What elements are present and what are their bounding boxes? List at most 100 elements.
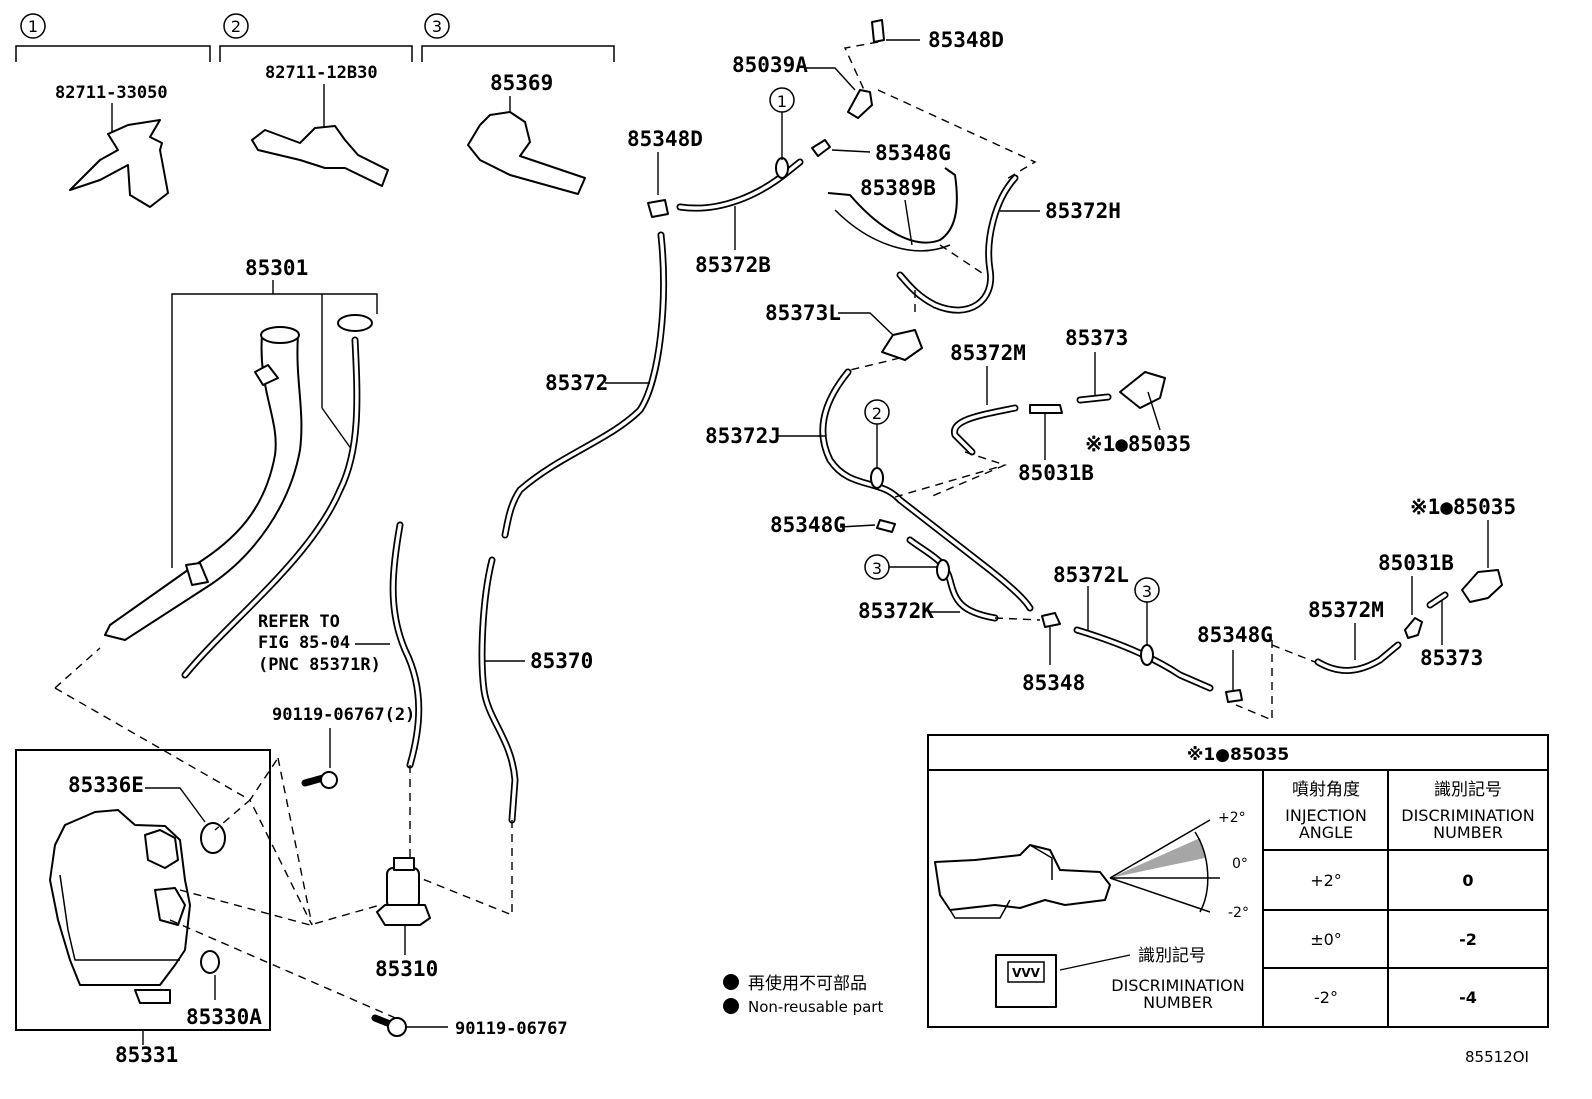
hose-85372-group: 85372: [501, 231, 667, 539]
table-col2-en-2: NUMBER: [1433, 823, 1503, 842]
group-1-part-number[interactable]: 82711-33050: [55, 83, 168, 103]
clip-82711-12B30[interactable]: [251, 125, 389, 187]
table-row-2-angle: ±0°: [1310, 930, 1342, 949]
bolt-90119-06767-a[interactable]: [320, 771, 338, 789]
figure-id: 85512OI: [1465, 1048, 1529, 1066]
angle-mid: 0°: [1232, 856, 1248, 872]
nozzle-85035-top[interactable]: [1119, 371, 1166, 409]
label-85372L[interactable]: 85372L: [1053, 563, 1129, 587]
angle-top: +2°: [1218, 810, 1246, 826]
hose-85370-group: 85370: [419, 556, 593, 917]
lower-center-group: 85348G 3 85372K 85348 85372L 3 85348G 85…: [770, 495, 1516, 722]
label-85348D-mid[interactable]: 85348D: [627, 127, 703, 151]
label-85372M-top[interactable]: 85372M: [950, 341, 1026, 365]
refer-hose-group: REFER TO FIG 85-04 (PNC 85371R): [258, 521, 423, 860]
filler-cap-seal[interactable]: [337, 314, 373, 332]
hose-85372J[interactable]: [819, 368, 1034, 612]
bracket-85389B[interactable]: [827, 167, 958, 244]
label-85370[interactable]: 85370: [530, 649, 593, 673]
tank-group: 85331 85336E 85330A: [15, 647, 401, 1067]
label-85035-right[interactable]: ※1●85035: [1410, 495, 1516, 519]
table-col1-en-2: ANGLE: [1299, 823, 1353, 842]
table-col1-en-1: INJECTION: [1285, 806, 1367, 825]
label-85031B-right[interactable]: 85031B: [1378, 551, 1454, 575]
label-85035-top[interactable]: ※1●85035: [1085, 432, 1191, 456]
washer-pump-85310[interactable]: [386, 867, 420, 909]
group-2-number: 2: [231, 17, 241, 36]
label-85310[interactable]: 85310: [375, 957, 438, 981]
discrimination-illustration: [995, 954, 1057, 1008]
label-85031B-top[interactable]: 85031B: [1018, 461, 1094, 485]
table-col2-en-1: DISCRIMINATION: [1401, 806, 1534, 825]
label-85372M-right[interactable]: 85372M: [1308, 598, 1384, 622]
group-2-part-number[interactable]: 82711-12B30: [265, 63, 378, 83]
legend-jp: 再使用不可部品: [748, 973, 867, 994]
legend-bullet-jp: [723, 974, 739, 990]
nozzle-85039A[interactable]: [847, 89, 873, 119]
label-85372B[interactable]: 85372B: [695, 253, 771, 277]
disc-label-en-2: NUMBER: [1143, 993, 1213, 1012]
label-90119[interactable]: 90119-06767: [455, 1019, 568, 1039]
grommet-85336E[interactable]: [200, 822, 226, 854]
label-85372[interactable]: 85372: [545, 371, 608, 395]
spray-lines: [1109, 819, 1220, 913]
filler-pipe-group: 85301: [104, 256, 378, 679]
joint-85348[interactable]: [1041, 612, 1061, 628]
group-3-number: 3: [432, 17, 442, 36]
table-title: ※1●85035: [1187, 745, 1289, 765]
label-85336E[interactable]: 85336E: [68, 773, 144, 797]
joint-85348D-mid[interactable]: [647, 199, 669, 218]
label-85331[interactable]: 85331: [115, 1043, 178, 1067]
joint-85031B-top[interactable]: [1029, 404, 1063, 414]
clip-85369[interactable]: [467, 111, 586, 195]
svg-text:VVV: VVV: [1012, 966, 1041, 980]
label-85372J[interactable]: 85372J: [705, 424, 781, 448]
callout-3b: 3: [1142, 582, 1152, 601]
joint-85031B-right[interactable]: [1404, 617, 1423, 639]
label-85373-top[interactable]: 85373: [1065, 326, 1128, 350]
label-85348G-right[interactable]: 85348G: [1197, 623, 1273, 647]
group-1: 1 82711-33050: [15, 13, 211, 208]
hose-refer-85371R[interactable]: [389, 521, 423, 769]
bolt-90119-06767-b[interactable]: [387, 1017, 407, 1037]
refer-line-2: FIG 85-04: [258, 633, 350, 653]
label-85389B[interactable]: 85389B: [860, 176, 936, 200]
table-col1-jp: 噴射角度: [1292, 780, 1360, 800]
spec-table: ※1●85035 噴射角度 INJECTION ANGLE 識別記号 DISCR…: [927, 734, 1549, 1028]
refer-line-3: (PNC 85371R): [258, 655, 381, 675]
table-row-1-number: 0: [1462, 871, 1473, 890]
joint-85348G-top[interactable]: [811, 139, 831, 157]
label-85039A[interactable]: 85039A: [732, 53, 808, 77]
label-85301[interactable]: 85301: [245, 256, 308, 280]
callout-2: 2: [872, 404, 882, 423]
label-85348G-top[interactable]: 85348G: [875, 141, 951, 165]
group-2: 2 82711-12B30: [219, 13, 413, 187]
clip-82711-33050[interactable]: [69, 119, 169, 208]
label-85348G-mid[interactable]: 85348G: [770, 513, 846, 537]
label-90119-2[interactable]: 90119-06767(2): [272, 705, 415, 725]
clamp-85373L[interactable]: [881, 329, 923, 361]
nozzle-85035-right[interactable]: [1461, 569, 1503, 603]
angle-bot: -2°: [1228, 905, 1249, 921]
hose-85370[interactable]: [478, 556, 519, 824]
disc-label-en-1: DISCRIMINATION: [1111, 976, 1244, 995]
joint-85348G-right[interactable]: [1225, 689, 1243, 703]
label-85373L[interactable]: 85373L: [765, 301, 841, 325]
joint-85348D-top[interactable]: [871, 19, 885, 43]
legend: 再使用不可部品 Non-reusable part: [723, 973, 883, 1016]
disc-label-jp: 識別記号: [1138, 946, 1206, 966]
group-3-part-number[interactable]: 85369: [490, 71, 553, 95]
label-85348D-top[interactable]: 85348D: [928, 28, 1004, 52]
label-85372H[interactable]: 85372H: [1045, 199, 1121, 223]
label-85372K[interactable]: 85372K: [858, 599, 934, 623]
label-85330A[interactable]: 85330A: [186, 1005, 262, 1029]
grommet-85330A[interactable]: [200, 950, 220, 974]
joint-85348G-mid[interactable]: [876, 519, 896, 533]
table-col2-jp: 識別記号: [1434, 780, 1502, 800]
group-1-number: 1: [28, 17, 38, 36]
label-85373-right[interactable]: 85373: [1420, 646, 1483, 670]
legend-bullet-en: [723, 998, 739, 1014]
middle-center-group: 85373L 85372J 2 85372M 85031B 85373 ※1●8…: [705, 301, 1191, 612]
label-85348[interactable]: 85348: [1022, 671, 1085, 695]
